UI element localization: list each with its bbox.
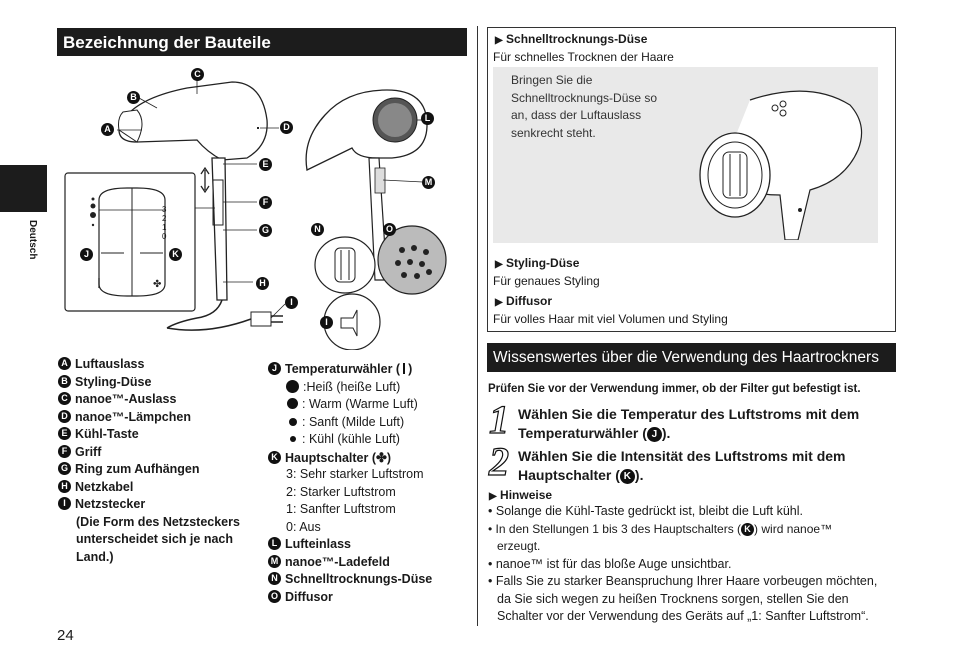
figure-label-f: F: [259, 196, 272, 209]
quick-nozzle-note: Bringen Sie die Schnelltrocknungs-Düse s…: [511, 73, 658, 140]
step-1-text: Wählen Sie die Temperatur des Luftstroms…: [518, 406, 860, 442]
quick-nozzle-title: ▶ Schnelltrocknungs-Düse: [495, 32, 648, 46]
figure-label-b: B: [127, 91, 140, 104]
quick-nozzle-desc: Für schnelles Trocknen der Haare: [493, 50, 674, 64]
figure-label-i-inset: I: [320, 316, 333, 329]
heat-dot-tiny-icon: [290, 436, 296, 442]
triangle-icon: ▶: [495, 35, 503, 46]
hairdryer-diagram: ✤: [64, 80, 447, 350]
triangle-icon: ▶: [495, 297, 503, 308]
thermometer-icon: [403, 363, 406, 374]
heat-dot-small-icon: [289, 417, 297, 426]
styling-nozzle-title: ▶ Styling-Düse: [495, 256, 580, 270]
diffusor-desc: Für volles Haar mit viel Volumen und Sty…: [493, 312, 728, 326]
diffusor-title: ▶ Diffusor: [495, 294, 553, 308]
step-number-2: 2: [488, 439, 509, 484]
figure-label-d: D: [280, 121, 293, 134]
figure-label-h: H: [256, 277, 269, 290]
plug-note: (Die Form des Netzsteckers unterscheidet…: [76, 514, 240, 564]
fan-icon: ✤: [376, 449, 387, 465]
figure-label-l: L: [421, 112, 434, 125]
language-label: Deutsch: [27, 220, 38, 260]
hints-title: ▶ Hinweise: [489, 488, 553, 502]
hints-list: • Solange die Kühl-Taste gedrückt ist, b…: [488, 503, 898, 626]
svg-text:✤: ✤: [153, 279, 161, 290]
page-number: 24: [57, 627, 74, 644]
figure-label-g: G: [259, 224, 272, 237]
heat-dot-large-icon: [286, 379, 299, 393]
figure-label-m: M: [422, 176, 435, 189]
triangle-icon: ▶: [489, 491, 497, 502]
temp-options: :Heiß (heiße Luft) : Warm (Warme Luft) :…: [268, 379, 468, 449]
hint-item: • Solange die Kühl-Taste gedrückt ist, b…: [488, 504, 803, 518]
figure-label-a: A: [101, 123, 114, 136]
section-heading-usage: Wissenswertes über die Verwendung des Ha…: [487, 343, 896, 372]
filter-note: Prüfen Sie vor der Verwendung immer, ob …: [488, 383, 861, 395]
hint-item: • nanoe™ ist für das bloße Auge unsichtb…: [488, 556, 732, 571]
dial-labels: 3 2 1 0: [162, 205, 167, 241]
figure-label-o: O: [383, 223, 396, 236]
styling-nozzle-desc: Für genaues Styling: [493, 274, 600, 288]
step-number-1: 1: [488, 397, 509, 442]
heat-dot-medium-icon: [287, 398, 298, 409]
triangle-icon: ▶: [495, 259, 503, 270]
hint-item: • Falls Sie zu starker Beanspruchung Ihr…: [488, 574, 878, 588]
figure-label-n: N: [311, 223, 324, 236]
hint-item-cont: da Sie sich wegen zu heißen Trocknens so…: [497, 591, 849, 606]
language-tab: [0, 165, 47, 212]
switch-options: 3: Sehr starker Luftstrom 2: Starker Luf…: [286, 467, 424, 534]
figure-label-i: I: [285, 296, 298, 309]
section-heading-parts: Bezeichnung der Bauteile: [57, 28, 467, 56]
column-divider: [477, 26, 478, 626]
figure-label-j: J: [80, 248, 93, 261]
accessory-box: [487, 27, 896, 332]
hint-item-cont: Schalter vor der Verwendung des Geräts a…: [497, 609, 869, 623]
figure-label-c: C: [191, 68, 204, 81]
step-2-text: Wählen Sie die Intensität des Luftstroms…: [518, 448, 846, 484]
hint-item-cont: erzeugt.: [497, 539, 541, 553]
hint-item: • In den Stellungen 1 bis 3 des Hauptsch…: [488, 521, 833, 536]
figure-label-e: E: [259, 158, 272, 171]
quick-nozzle-illustration: [699, 90, 863, 240]
figure-label-k: K: [169, 248, 182, 261]
